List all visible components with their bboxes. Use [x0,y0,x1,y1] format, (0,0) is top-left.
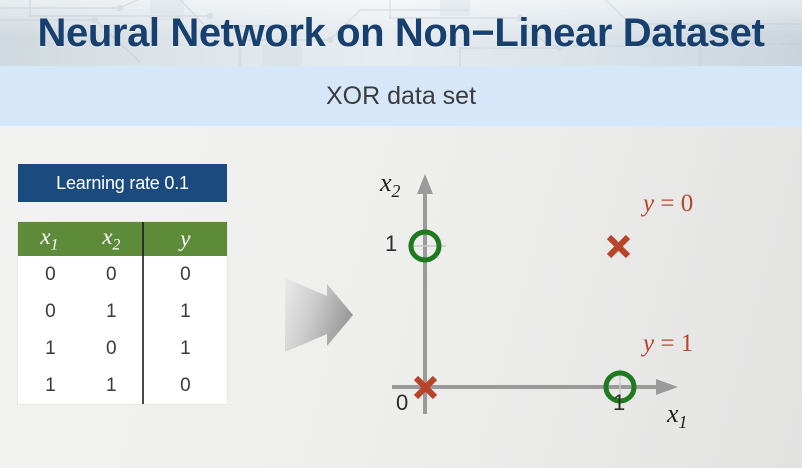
legend-y0-eqn: = 0 [660,190,694,217]
table-row: 0 1 1 [18,293,227,330]
cell-y: 0 [141,367,227,404]
cell-y: 0 [141,256,227,293]
data-point-cross-1-1 [606,234,631,259]
title-band: Neural Network on Non−Linear Dataset [0,0,802,66]
column-header-x1-sub: 1 [50,236,59,254]
legend-y0-base: y [643,190,655,217]
column-header-x1-base: x [40,223,51,249]
legend-y1-base: y [643,330,655,357]
data-point-cross-0-0 [413,375,438,400]
legend-y1-eqn: = 1 [660,330,694,357]
subtitle-text: XOR data set [325,81,477,110]
cell-x1: 0 [45,300,56,322]
learning-rate-banner: Learning rate 0.1 [18,164,227,202]
table-header-row: x1 x2 y [18,222,227,256]
cell-x1: 0 [45,263,56,285]
page-title: Neural Network on Non−Linear Dataset [37,10,765,55]
learning-rate-label: Learning rate 0.1 [56,172,189,193]
cell-y: 1 [141,330,227,367]
y-axis-label: x2 [380,168,400,202]
y-axis-arrowhead [417,174,433,194]
xor-truth-table: x1 x2 y 0 0 0 0 1 1 1 0 1 1 1 [18,222,227,404]
cell-y: 1 [141,293,227,330]
cell-x1: 1 [45,337,56,359]
marker-group-y0 [413,234,631,400]
process-arrow-icon [285,278,353,352]
legend-label-y0: y = 0 [643,190,693,218]
x-axis-label: x1 [667,399,687,433]
legend-label-y1: y = 1 [643,330,693,358]
marker-group-y1 [408,229,637,404]
plot-tick-guides [408,245,621,405]
data-point-circle-0-1 [408,229,442,263]
table-header: x1 x2 y [18,222,227,256]
x-axis-label-base: x [667,399,679,428]
table-body: 0 0 0 0 1 1 1 0 1 1 1 0 [18,256,227,404]
column-header-y: y [141,222,227,256]
column-header-x2: x2 [81,222,143,256]
subtitle-band: XOR data set [0,66,802,126]
data-point-circle-1-0 [603,370,637,404]
table-row: 1 1 0 [18,367,227,404]
table-row: 0 0 0 [18,256,227,293]
column-header-y-base: y [180,226,191,251]
circuit-pattern-icon [0,0,802,66]
x-tick-label-0: 0 [396,390,409,415]
cell-x2: 1 [106,300,117,322]
y-axis-label-sub: 2 [391,181,401,202]
x-tick-label-1: 1 [613,390,626,415]
cell-x1: 1 [45,374,56,396]
x-axis-arrowhead [656,379,678,395]
cell-x2: 1 [106,374,117,396]
column-header-x1: x1 [18,222,81,256]
y-tick-label-1: 1 [385,231,398,256]
x-axis-label-sub: 1 [678,412,688,433]
table-row: 1 0 1 [18,330,227,367]
column-header-x2-base: x [102,223,113,249]
column-header-x2-sub: 2 [112,236,121,254]
cell-x2: 0 [106,263,117,285]
y-axis-label-base: x [380,168,392,197]
cell-x2: 0 [106,337,117,359]
xor-scatter-plot [392,174,678,414]
